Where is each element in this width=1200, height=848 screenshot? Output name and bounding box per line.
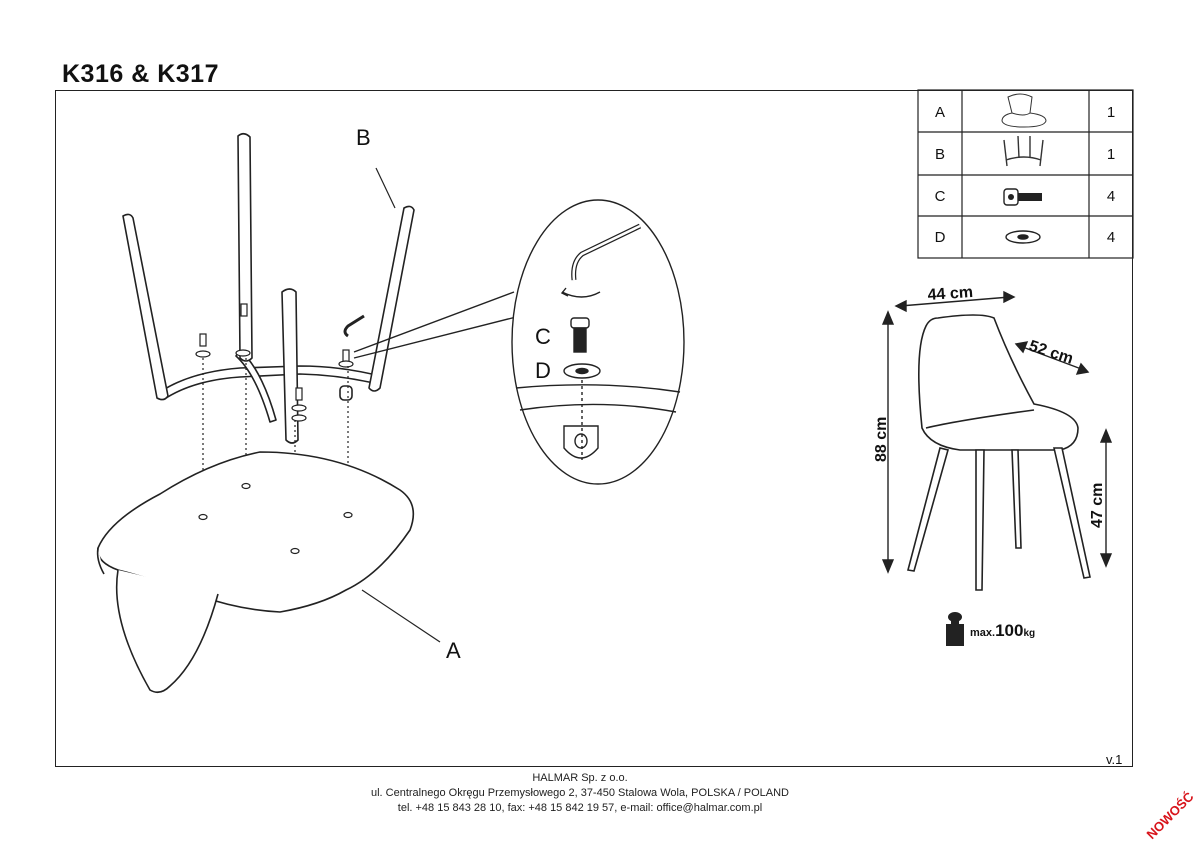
dimension-width: 44 cm — [927, 284, 973, 304]
parts-row-a-letter: A — [935, 104, 945, 121]
parts-row-d-qty: 4 — [1107, 229, 1115, 246]
seat-shell-icon — [1001, 93, 1047, 128]
footer-address: ul. Centralnego Okręgu Przemysłowego 2, … — [370, 787, 789, 799]
chair-side-view — [907, 314, 1091, 591]
max-load-value: 100 — [995, 621, 1023, 640]
max-load-prefix: max. — [970, 627, 995, 639]
parts-row-c-letter: C — [935, 188, 946, 205]
seat-holes — [198, 482, 353, 555]
washer-icon — [1005, 230, 1041, 244]
parts-row-d-letter: D — [935, 229, 946, 246]
parts-row-a-qty: 1 — [1107, 104, 1115, 121]
hex-key-icon — [343, 314, 365, 338]
frame-bolts — [195, 303, 354, 422]
leg-frame-drawing — [122, 132, 415, 444]
footer: HALMAR Sp. z o.o. ul. Centralnego Okręgu… — [0, 771, 1160, 816]
drawing-frame — [55, 90, 1133, 767]
callout-b-label: B — [356, 125, 371, 150]
seat-shell-drawing — [96, 451, 415, 694]
parts-row-b-letter: B — [935, 146, 945, 163]
detail-magnifier — [353, 199, 685, 485]
detail-contents — [515, 223, 681, 460]
callout-a-label: A — [446, 638, 461, 663]
footer-company: HALMAR Sp. z o.o. — [532, 772, 628, 784]
footer-contact: tel. +48 15 843 28 10, fax: +48 15 842 1… — [397, 802, 763, 814]
max-load-unit: kg — [1023, 628, 1035, 639]
parts-table — [917, 89, 1134, 259]
callout-a-leader — [361, 589, 441, 643]
bolt-icon — [1003, 188, 1042, 206]
dimension-seat-height: 47 cm — [1089, 483, 1106, 528]
callout-b-leader — [375, 167, 396, 209]
version-label: v.1 — [1106, 752, 1123, 767]
weight-icon — [946, 612, 964, 646]
dimension-lines — [881, 290, 1113, 574]
parts-row-c-qty: 4 — [1107, 188, 1115, 205]
detail-label-c: C — [535, 324, 551, 349]
detail-label-d: D — [535, 358, 551, 383]
parts-row-b-qty: 1 — [1107, 146, 1115, 163]
dimension-depth: 52 cm — [1027, 338, 1075, 368]
max-load-label: max.100kg — [970, 621, 1035, 640]
leg-frame-icon — [1003, 135, 1044, 167]
dimension-height: 88 cm — [873, 417, 890, 462]
document-title: K316 & K317 — [62, 60, 219, 88]
